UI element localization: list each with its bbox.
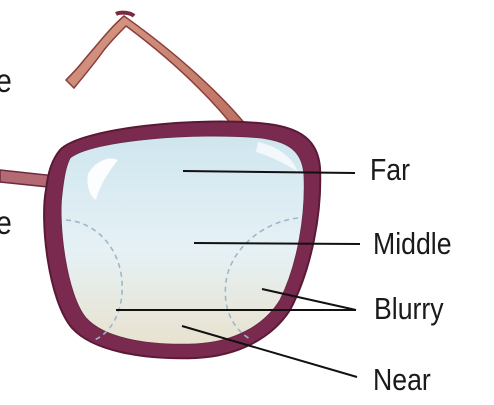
label-blurry: Blurry <box>374 293 444 324</box>
leader-line-middle <box>194 243 360 244</box>
label-middle: Middle <box>373 228 452 259</box>
cropped-label-top: e <box>0 64 12 97</box>
label-near: Near <box>373 364 431 395</box>
cropped-label-middle: e <box>0 206 12 239</box>
label-far: Far <box>370 154 410 185</box>
